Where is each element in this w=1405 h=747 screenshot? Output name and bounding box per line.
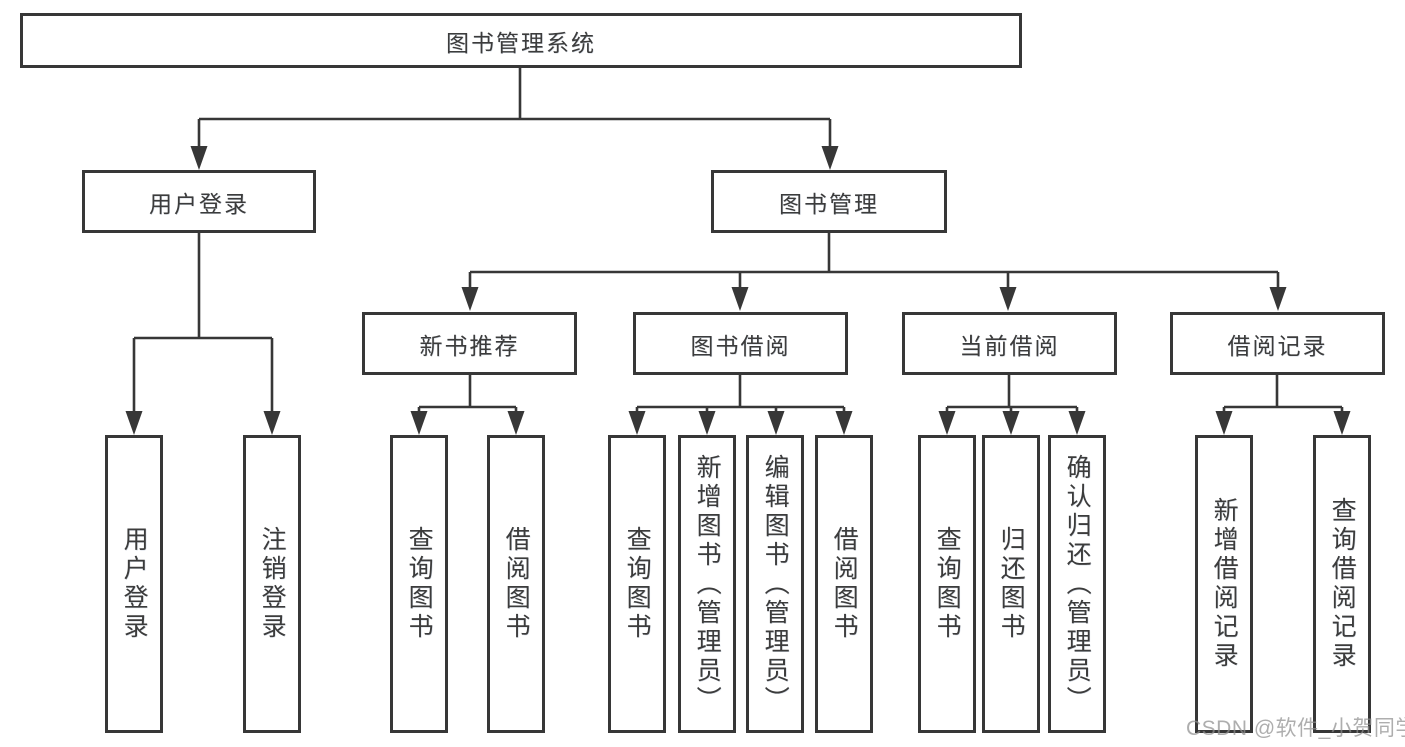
node-book-management: 图书管理 [711,170,947,233]
leaf-current-return-books: 归还图书 [982,435,1040,733]
node-library-management-system: 图书管理系统 [20,13,1022,68]
node-user-login: 用户登录 [82,170,316,233]
leaf-records-query-borrow-record: 查询借阅记录 [1313,435,1371,733]
leaf-newbooks-query-books: 查询图书 [390,435,448,733]
leaf-newbooks-borrow-books: 借阅图书 [487,435,545,733]
leaf-borrow-query-books: 查询图书 [608,435,666,733]
csdn-watermark: CSDN @软件_小贺同学 [1186,717,1405,740]
node-borrowing-records: 借阅记录 [1170,312,1385,375]
leaf-logout: 注销登录 [243,435,301,733]
node-current-borrowing: 当前借阅 [902,312,1117,375]
leaf-borrow-add-books-admin: 新增图书（管理员） [678,435,736,733]
leaf-borrow-borrow-books: 借阅图书 [815,435,873,733]
leaf-user-login: 用户登录 [105,435,163,733]
leaf-current-confirm-return-admin: 确认归还（管理员） [1048,435,1106,733]
leaf-current-query-books: 查询图书 [918,435,976,733]
node-book-borrowing: 图书借阅 [633,312,848,375]
leaf-borrow-edit-books-admin: 编辑图书（管理员） [746,435,804,733]
node-new-book-recommend: 新书推荐 [362,312,577,375]
arrowheads [125,146,1351,435]
leaf-records-add-borrow-record: 新增借阅记录 [1195,435,1253,733]
